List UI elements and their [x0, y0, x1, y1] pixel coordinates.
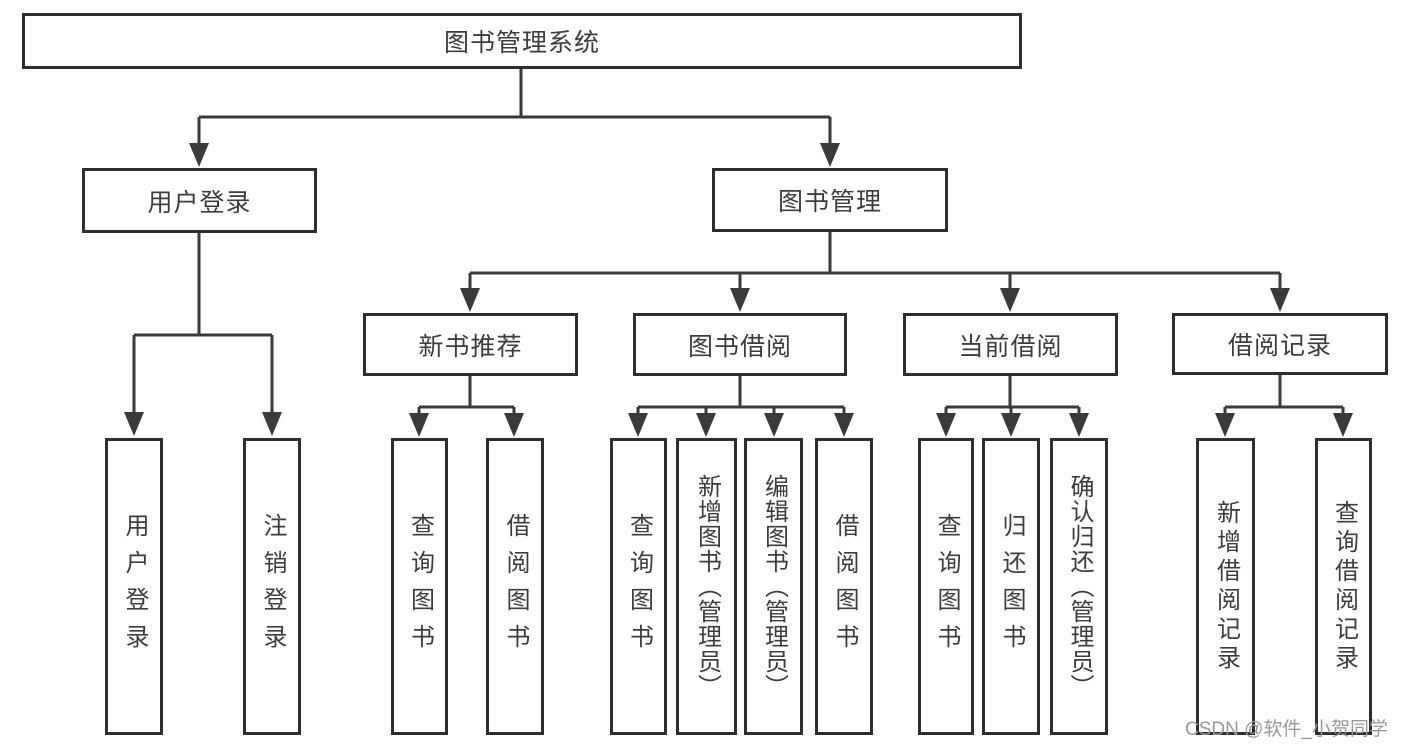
leaf-query-book-current: 查询图书	[918, 438, 974, 735]
leaf-add-book-admin-label: 新增图书（管理员）	[693, 474, 721, 699]
leaf-borrow-book-recommend-label: 借阅图书	[502, 512, 529, 661]
leaf-query-book-recommend: 查询图书	[391, 438, 448, 735]
leaf-add-borrow-record: 新增借阅记录	[1196, 438, 1255, 735]
leaf-add-borrow-record-label: 新增借阅记录	[1212, 499, 1240, 674]
leaf-return-book-label: 归还图书	[998, 512, 1025, 661]
leaf-user-login-label: 用户登录	[121, 512, 148, 661]
leaf-borrow-book-recommend: 借阅图书	[486, 438, 544, 735]
leaf-confirm-return-admin-label: 确认归还（管理员）	[1066, 474, 1093, 699]
leaf-query-borrow-record-label: 查询借阅记录	[1330, 499, 1358, 674]
node-current-borrow-label: 当前借阅	[958, 332, 1063, 361]
node-root: 图书管理系统	[22, 13, 1022, 69]
leaf-return-book: 归还图书	[982, 438, 1040, 735]
leaf-edit-book-admin: 编辑图书（管理员）	[744, 438, 803, 735]
node-borrow-records: 借阅记录	[1172, 313, 1388, 375]
node-book-borrow-label: 图书借阅	[687, 332, 792, 361]
connector-current-borrow-children	[944, 376, 1081, 416]
leaf-query-book-borrow: 查询图书	[610, 438, 667, 735]
node-book-borrow: 图书借阅	[633, 313, 847, 376]
connector-user-login-children	[132, 233, 274, 415]
connector-book-management-children	[468, 232, 1282, 291]
connector-root-to-level2	[197, 69, 832, 146]
leaf-add-book-admin: 新增图书（管理员）	[676, 438, 737, 735]
node-borrow-records-label: 借阅记录	[1227, 332, 1332, 360]
leaf-query-borrow-record: 查询借阅记录	[1315, 438, 1372, 735]
node-user-login: 用户登录	[82, 168, 317, 233]
leaf-confirm-return-admin: 确认归还（管理员）	[1050, 438, 1108, 735]
node-user-login-label: 用户登录	[147, 188, 252, 217]
leaf-edit-book-admin-label: 编辑图书（管理员）	[760, 474, 788, 699]
leaf-user-login: 用户登录	[105, 438, 163, 735]
leaf-borrow-book-borrow-label: 借阅图书	[831, 512, 858, 661]
leaf-query-book-recommend-label: 查询图书	[406, 512, 434, 661]
leaf-query-book-borrow-label: 查询图书	[625, 512, 653, 661]
node-book-management-label: 图书管理	[777, 188, 882, 216]
watermark: CSDN @软件_小贺同学	[1185, 719, 1388, 740]
node-new-book-recommend: 新书推荐	[363, 313, 578, 376]
connector-book-borrow-children	[636, 376, 846, 416]
leaf-borrow-book-borrow: 借阅图书	[815, 438, 873, 735]
node-book-management: 图书管理	[712, 168, 948, 232]
connector-new-book-children	[417, 376, 516, 416]
connector-borrow-records-children	[1223, 375, 1345, 416]
node-root-label: 图书管理系统	[443, 29, 600, 57]
node-current-borrow: 当前借阅	[903, 313, 1118, 376]
leaf-logout-login-label: 注销登录	[259, 512, 286, 661]
leaf-query-book-current-label: 查询图书	[933, 512, 960, 661]
leaf-logout-login: 注销登录	[243, 438, 301, 735]
node-new-book-recommend-label: 新书推荐	[418, 332, 523, 361]
